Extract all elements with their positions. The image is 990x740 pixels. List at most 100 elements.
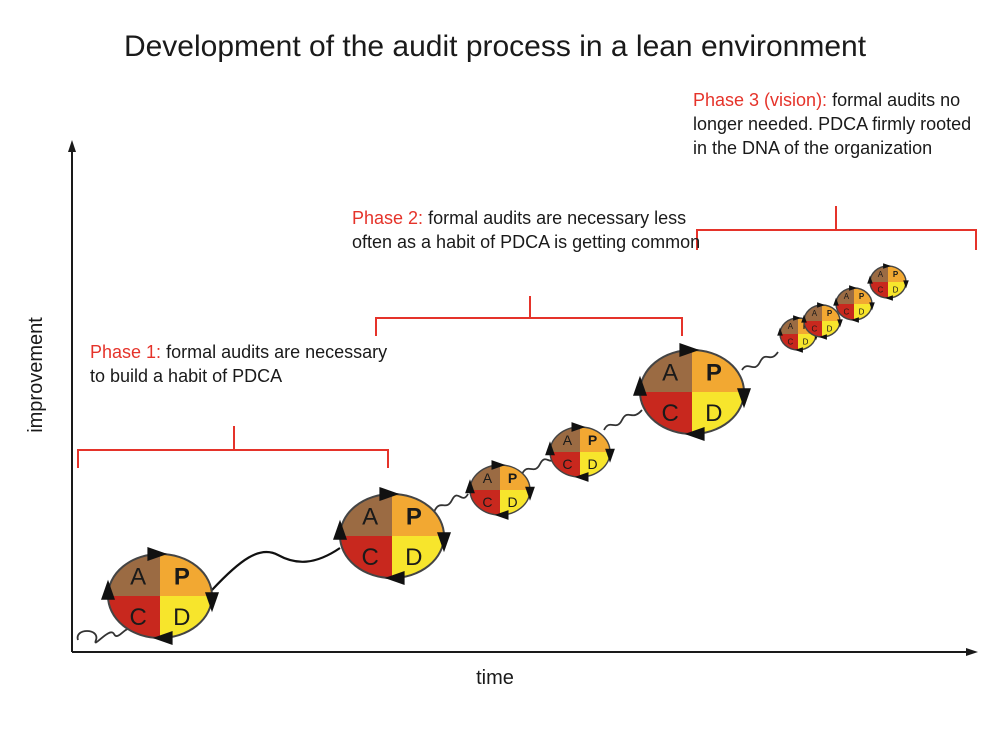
rotation-arrowhead xyxy=(205,592,219,613)
quadrant-label-d: D xyxy=(827,325,833,334)
connector-4-5 xyxy=(603,409,643,431)
rotation-arrowhead xyxy=(903,280,909,289)
rotation-arrowhead xyxy=(801,314,807,323)
quadrant-a xyxy=(640,350,692,392)
quadrant-a xyxy=(340,494,392,536)
phase-2-annotation: Phase 2: formal audits are necessary les… xyxy=(352,206,712,254)
quadrant-a xyxy=(870,266,888,282)
quadrant-label-a: A xyxy=(878,270,884,279)
quadrant-c xyxy=(640,392,692,434)
rotation-arrowhead xyxy=(883,263,892,269)
rotation-arrowhead xyxy=(817,302,826,308)
rotation-arrowhead xyxy=(384,571,405,585)
quadrant-c xyxy=(340,536,392,578)
rotation-arrowhead xyxy=(849,285,858,291)
quadrant-label-p: P xyxy=(827,309,833,318)
quadrant-p xyxy=(500,465,530,490)
rotation-arrowhead xyxy=(465,479,475,494)
phase-1-bracket xyxy=(77,426,389,468)
phase-3-text: formal audits no longer needed. PDCA fir… xyxy=(693,90,972,158)
quadrant-c xyxy=(550,452,580,477)
quadrant-a xyxy=(836,288,854,304)
quadrant-label-p: P xyxy=(706,359,722,386)
quadrant-d xyxy=(854,304,872,320)
quadrant-label-p: P xyxy=(508,470,517,486)
rotation-arrowhead xyxy=(833,297,839,306)
rotation-arrowhead xyxy=(884,295,893,301)
rotation-arrowhead xyxy=(869,302,875,311)
quadrant-label-a: A xyxy=(362,503,378,530)
quadrant-p xyxy=(888,266,906,282)
quadrant-label-c: C xyxy=(844,308,850,317)
quadrant-d xyxy=(580,452,610,477)
quadrant-d xyxy=(500,490,530,515)
quadrant-label-d: D xyxy=(588,456,598,472)
quadrant-label-a: A xyxy=(812,309,818,318)
quadrant-label-c: C xyxy=(878,286,884,295)
rotation-arrowhead xyxy=(379,487,400,501)
phase-3-heading: Phase 3 (vision): xyxy=(693,90,828,110)
phase-1-annotation: Phase 1: formal audits are necessary to … xyxy=(90,340,390,388)
quadrant-a xyxy=(804,305,822,321)
rotation-arrowhead xyxy=(574,472,589,482)
quadrant-d xyxy=(160,596,212,638)
rotation-arrowhead xyxy=(850,317,859,323)
rotation-arrowhead xyxy=(794,347,803,353)
quadrant-c xyxy=(804,321,822,337)
connector-1-2 xyxy=(211,547,341,591)
rotation-arrowhead xyxy=(777,327,783,336)
quadrant-label-c: C xyxy=(562,456,572,472)
rotation-arrowhead xyxy=(818,334,827,340)
rotation-arrowhead xyxy=(147,547,168,561)
quadrant-label-c: C xyxy=(129,604,146,631)
quadrant-label-a: A xyxy=(483,470,493,486)
quadrant-label-c: C xyxy=(482,494,492,510)
connector-2-3 xyxy=(433,493,469,513)
quadrant-c xyxy=(780,334,798,350)
phase-2-bracket xyxy=(375,296,683,336)
y-axis-label: improvement xyxy=(25,317,47,433)
quadrant-d xyxy=(822,321,840,337)
quadrant-label-d: D xyxy=(508,494,518,510)
rotation-arrowhead xyxy=(152,631,173,645)
rotation-arrowhead xyxy=(633,375,647,396)
rotation-arrowhead xyxy=(837,319,843,328)
rotation-arrowhead xyxy=(684,427,705,441)
rotation-arrowhead xyxy=(101,579,115,600)
rotation-arrowhead xyxy=(525,486,535,501)
phase-1-text: formal audits are necessary to build a h… xyxy=(90,342,388,386)
rotation-arrowhead xyxy=(867,275,873,284)
phase-1-heading: Phase 1: xyxy=(90,342,162,362)
rotation-arrowhead xyxy=(545,441,555,456)
quadrant-label-d: D xyxy=(893,286,899,295)
quadrant-label-a: A xyxy=(788,322,794,331)
phase-3-bracket xyxy=(696,206,977,250)
quadrant-p xyxy=(822,305,840,321)
quadrant-c xyxy=(470,490,500,515)
quadrant-label-d: D xyxy=(859,308,865,317)
quadrant-label-d: D xyxy=(173,604,190,631)
slide-title: Development of the audit process in a le… xyxy=(123,30,867,63)
quadrant-c xyxy=(108,596,160,638)
rotation-arrowhead xyxy=(571,422,586,432)
quadrant-p xyxy=(580,427,610,452)
quadrant-a xyxy=(780,318,798,334)
quadrant-d xyxy=(692,392,744,434)
rotation-arrowhead xyxy=(437,532,451,553)
quadrant-p xyxy=(854,288,872,304)
quadrant-label-p: P xyxy=(406,503,422,530)
quadrant-a xyxy=(550,427,580,452)
quadrant-label-d: D xyxy=(705,400,722,427)
quadrant-label-a: A xyxy=(563,432,573,448)
phase-2-heading: Phase 2: xyxy=(352,208,424,228)
